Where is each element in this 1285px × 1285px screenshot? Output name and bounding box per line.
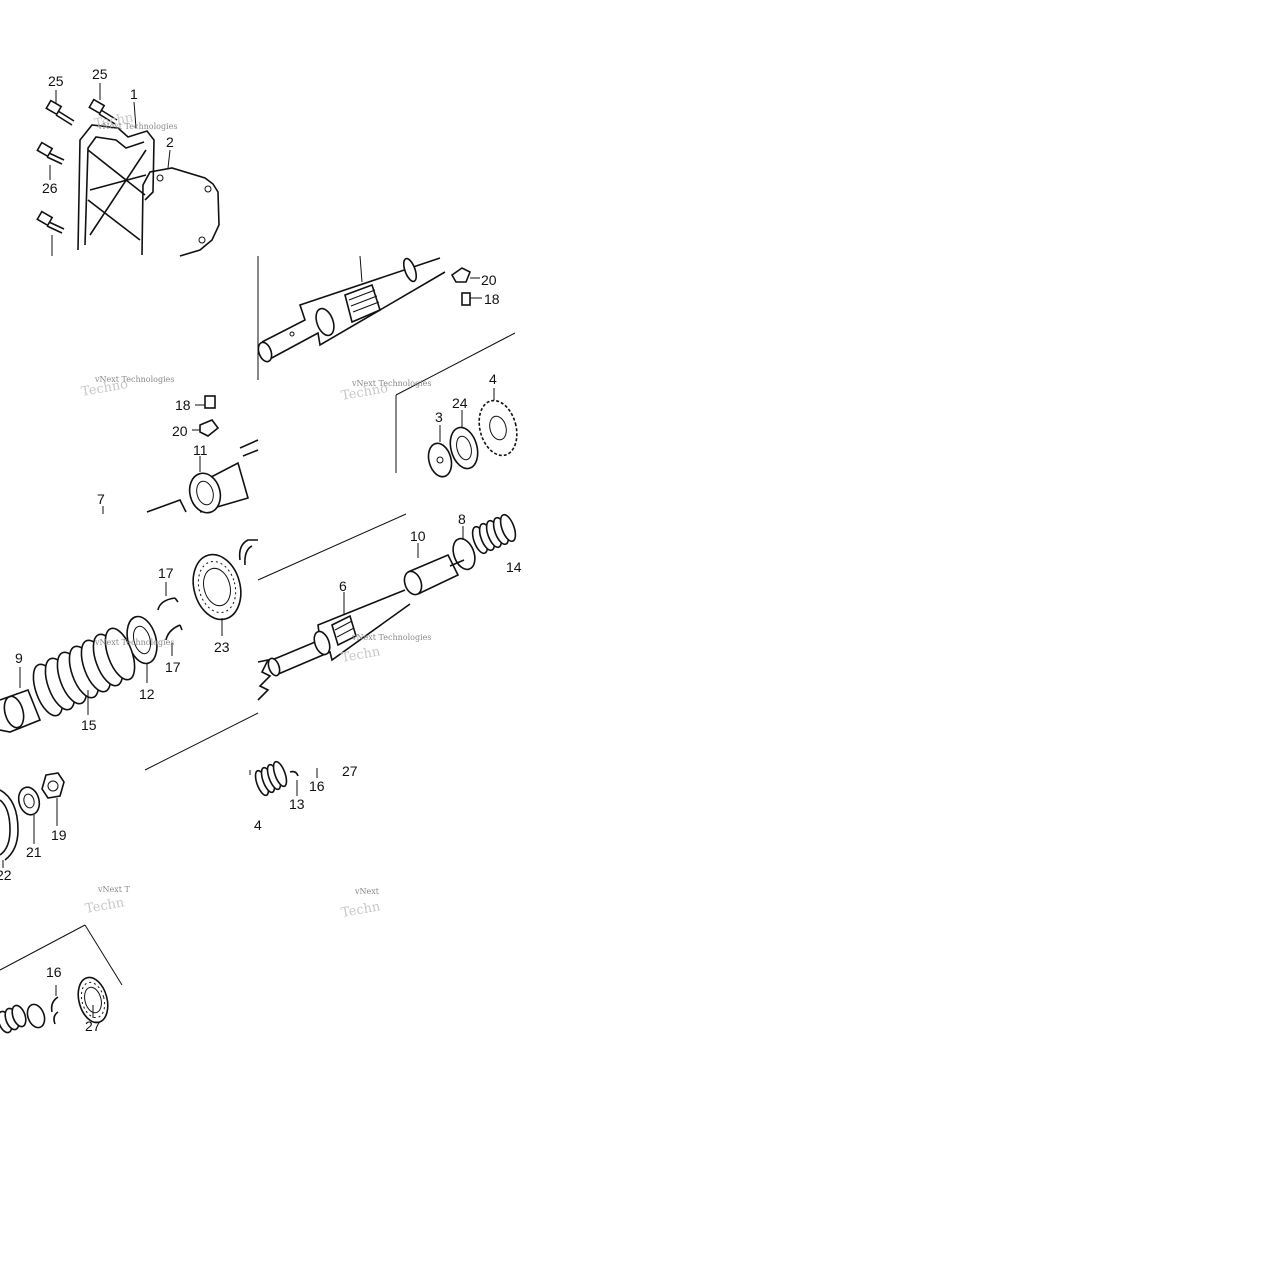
part-label: 22	[0, 867, 12, 883]
spring-15	[32, 627, 136, 717]
bolt-26	[36, 141, 65, 165]
part-label: 13	[289, 796, 305, 812]
spring-14	[471, 513, 517, 555]
left-lower-group	[0, 539, 258, 733]
part-label: 17	[158, 565, 174, 581]
part-label: 1	[130, 86, 138, 102]
panel-dividers	[0, 256, 407, 986]
part-label: 9	[15, 650, 23, 666]
watermark-text: vNext Technologies	[94, 638, 174, 647]
watermark-fragment: vNext	[354, 887, 380, 896]
part-label: 25	[92, 66, 108, 82]
part-label: 20	[172, 423, 188, 439]
part-label: 26	[42, 180, 58, 196]
part-labels: 25 25 1 2 26 20 18 4 24 3 18 20 11 7 8 1…	[0, 66, 522, 1034]
part-label: 16	[309, 778, 325, 794]
watermark-fragment: Techn	[93, 110, 135, 132]
watermarks: Techn vNext Technologies Techno vNext Te…	[80, 110, 431, 921]
spring-bottom	[0, 1004, 27, 1034]
part-label: 4	[254, 817, 262, 833]
left-middle-group	[102, 395, 259, 514]
watermark-text: vNext Technologies	[97, 122, 177, 131]
lower-row-group	[0, 760, 318, 868]
watermark-fragment: vNext T	[97, 885, 131, 894]
bolt-25a	[45, 99, 75, 126]
part-label: 4	[489, 371, 497, 387]
part-label: 12	[139, 686, 155, 702]
watermark-text: vNext Technologies	[94, 375, 174, 384]
part-label: 18	[484, 291, 500, 307]
shaft-6-group	[257, 513, 517, 701]
spring-13	[254, 760, 288, 797]
bolt-lower	[36, 210, 65, 256]
bolt-25b	[88, 98, 118, 125]
part-label: 14	[506, 559, 522, 575]
part-label: 27	[85, 1018, 101, 1034]
main-shaft-group	[257, 255, 516, 473]
part-label: 10	[410, 528, 426, 544]
cover-plate-group	[36, 83, 220, 257]
part-label: 23	[214, 639, 230, 655]
part-label: 2	[166, 134, 174, 150]
watermark-fragment: Techn	[340, 644, 382, 666]
part-label: 3	[435, 409, 443, 425]
part-label: 20	[481, 272, 497, 288]
watermark-text: vNext Technologies	[351, 379, 431, 388]
part-label: 17	[165, 659, 181, 675]
part-label: 19	[51, 827, 67, 843]
gear-bearing-group	[427, 388, 518, 478]
part-label: 16	[46, 964, 62, 980]
watermark-text: vNext Technologies	[351, 633, 431, 642]
part-label: 6	[339, 578, 347, 594]
part-label: 7	[97, 491, 105, 507]
part-label: 21	[26, 844, 42, 860]
watermark-fragment: Techn	[84, 895, 126, 917]
part-label: 15	[81, 717, 97, 733]
part-label: 24	[452, 395, 468, 411]
part-label: 25	[48, 73, 64, 89]
part-label: 27	[342, 763, 358, 779]
bottom-group	[0, 976, 109, 1034]
watermark-fragment: Techn	[340, 899, 382, 921]
part-label: 18	[175, 397, 191, 413]
part-label: 8	[458, 511, 466, 527]
part-label: 11	[193, 442, 208, 458]
